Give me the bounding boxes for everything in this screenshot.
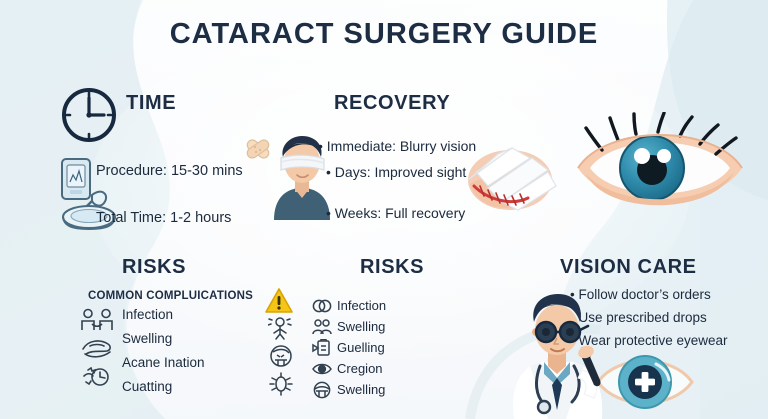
risks-left-item-3: Acane Ination xyxy=(122,355,205,370)
risks-right-item-2: Swelling xyxy=(337,319,386,334)
clock-icon xyxy=(62,88,116,142)
eye-illustration xyxy=(577,112,743,206)
recovery-heading: RECOVERY xyxy=(334,92,451,114)
risks-left-item-1: Infection xyxy=(122,307,174,322)
risks-right-item-1: Infection xyxy=(337,298,387,313)
vision-care-bullet-3: • Wear protective eyewear xyxy=(570,333,728,348)
overlap-circles-icon xyxy=(312,299,332,313)
risks-left-subheading: COMMON COMPLUICATIONS xyxy=(88,290,253,302)
masked-face-icon xyxy=(313,381,331,399)
recovery-bullet-2: • Days: Improved sight xyxy=(326,164,467,180)
bacteria-icon xyxy=(269,372,293,396)
risks-right-item-3: Guelling xyxy=(337,340,385,355)
eye-icon xyxy=(312,363,332,375)
gear-clock-icon xyxy=(83,366,109,386)
vision-care-bullet-2: • Use prescribed drops xyxy=(570,310,707,325)
vision-care-bullet-1: • Follow doctor’s orders xyxy=(570,287,711,302)
people-group-icon xyxy=(312,319,332,335)
vision-care-heading: VISION CARE xyxy=(560,256,697,278)
clipboard-icon xyxy=(312,339,330,356)
bandage-cross-icon xyxy=(246,139,270,159)
eye-shield-logo xyxy=(596,355,694,409)
page-title: CATARACT SURGERY GUIDE xyxy=(169,18,599,50)
sneeze-person-icon xyxy=(268,317,292,340)
two-people-icon xyxy=(81,308,113,330)
risks-left-item-4: Cuatting xyxy=(122,379,173,394)
risks-right-item-5: Swelling xyxy=(337,382,386,397)
head-bandage-icon xyxy=(270,345,292,367)
surgery-tray-icon xyxy=(61,158,116,231)
hands-icon xyxy=(82,340,111,358)
recovery-bullet-3: • Weeks: Full recovery xyxy=(326,205,466,221)
time-heading: TIME xyxy=(126,92,177,114)
bandaged-wound-icon xyxy=(467,147,557,211)
blindfolded-patient-icon xyxy=(274,136,330,220)
time-line-procedure: Procedure: 15-30 mins xyxy=(96,163,243,179)
warning-triangle-icon xyxy=(265,288,293,313)
risks-left-heading: RISKS xyxy=(122,256,187,278)
doctor-illustration xyxy=(513,294,603,419)
recovery-bullet-1: • Immediate: Blurry vision xyxy=(318,138,477,154)
risks-left-item-2: Swelling xyxy=(122,331,173,346)
time-line-total: Total Time: 1-2 hours xyxy=(96,210,232,226)
risks-right-item-4: Cregion xyxy=(337,361,383,376)
risks-right-heading: RISKS xyxy=(360,256,425,278)
